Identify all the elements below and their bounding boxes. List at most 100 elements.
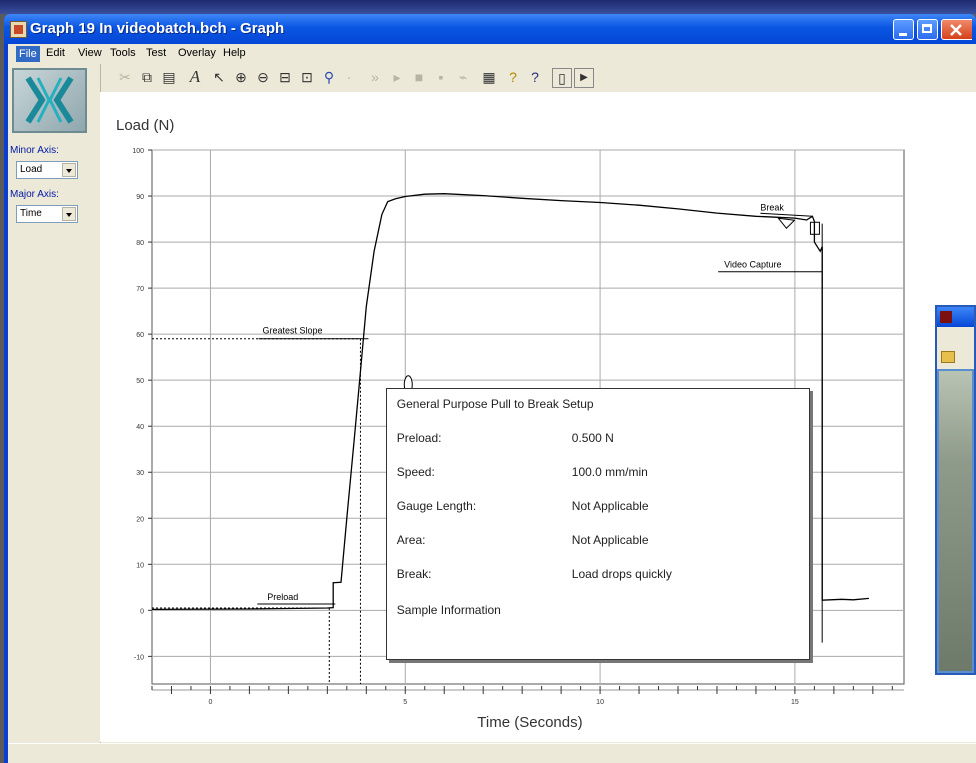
info-row-label: Preload: [396,430,442,445]
axis-panel: Minor Axis: Load Major Axis: Time [8,64,101,743]
video-window-toolbar [937,347,974,369]
pointer-icon[interactable]: ↖ [213,69,225,85]
preload-label: Preload [267,592,298,602]
help-icon[interactable]: ? [509,69,517,85]
last-icon[interactable]: ⌁ [458,69,468,85]
menu-view[interactable]: View [78,47,102,59]
window-title: Graph 19 In videobatch.bch - Graph [30,20,285,37]
info-row-value: Load drops quickly [571,566,672,581]
video-app-icon [940,311,952,323]
info-row-value: 100.0 mm/min [571,464,648,479]
x-tick-label: 10 [596,699,604,706]
info-row-label: Speed: [396,464,435,479]
major-axis-value: Time [20,208,42,219]
axis-ticks: -10 0 10 20 30 40 50 60 70 80 90 100 0 5 10 15 [132,148,904,706]
y-tick-label: 10 [136,562,144,569]
y-tick-label: 50 [136,378,144,385]
prev-icon[interactable]: ▸ [393,69,401,85]
x-axis-label: Time (Seconds) [477,714,582,731]
info-row-value: 0.500 N [571,430,614,445]
app-logo [12,68,87,133]
info-row-value: Not Applicable [571,498,649,513]
chevron-down-icon[interactable] [62,207,76,221]
print-icon[interactable]: ▦ [482,69,496,85]
setup-info-title: General Purpose Pull to Break Setup [396,396,594,411]
play-icon[interactable]: ▶ [574,68,594,88]
cut-icon[interactable]: ✂ [119,69,131,85]
video-capture-marker [809,221,820,235]
zoom-in-icon[interactable]: ⊕ [235,69,247,85]
x-tick-label: 0 [208,699,212,706]
video-capture-window[interactable] [935,305,976,675]
video-capture-label: Video Capture [724,260,781,270]
y-tick-label: 90 [136,194,144,201]
minor-axis-label: Minor Axis: [10,145,59,156]
status-bar [8,743,976,763]
app-icon[interactable] [10,21,27,38]
menu-edit[interactable]: Edit [46,47,65,59]
y-tick-label: 30 [136,470,144,477]
y-tick-label: 100 [132,148,144,155]
close-button[interactable] [941,19,972,40]
menu-test[interactable]: Test [146,47,167,59]
break-label: Break [760,202,784,212]
zoom-box-icon[interactable]: ⊟ [279,69,291,85]
minor-axis-select[interactable]: Load [16,161,78,179]
y-tick-label: 70 [136,286,144,293]
title-bar[interactable]: Graph 19 In videobatch.bch - Graph [4,14,976,44]
y-tick-label: 20 [136,516,144,523]
open-folder-icon[interactable] [941,351,955,363]
copy-icon[interactable]: ⧉ [142,69,152,85]
menu-help[interactable]: Help [223,47,246,59]
graph-window: Graph 19 In videobatch.bch - Graph File … [4,14,976,763]
break-leader [760,212,813,217]
menu-file[interactable]: File [16,46,40,62]
sample-information: Sample Information [396,602,501,617]
chevron-down-icon[interactable] [62,163,76,177]
client-area: File Edit View Tools Test Overlay Help M… [8,44,976,763]
context-help-icon[interactable]: ? [531,69,539,85]
info-row-label: Gauge Length: [396,498,477,513]
menu-overlay[interactable]: Overlay [178,47,216,59]
y-tick-label: 80 [136,240,144,247]
break-marker [777,217,796,230]
menu-tools[interactable]: Tools [110,47,136,59]
info-row-label: Break: [396,566,432,581]
x-tick-label: 5 [403,699,407,706]
minimize-button[interactable] [893,19,914,40]
data-line [151,193,869,611]
x-tick-label: 15 [791,699,799,706]
marker-disabled-icon[interactable]: · [346,69,352,85]
y-axis-label: Load (N) [116,117,174,134]
y-tick-label: 40 [136,424,144,431]
desktop-top-strip [0,0,976,14]
greatest-slope-label: Greatest Slope [262,326,322,336]
video-window-menu [937,327,974,347]
tile-icon[interactable]: ▯ [552,68,572,88]
guides [152,338,369,684]
maximize-button[interactable] [917,19,938,40]
setup-info-box[interactable]: General Purpose Pull to Break Setup Prel… [385,387,811,661]
plot-area[interactable]: -10 0 10 20 30 40 50 60 70 80 90 100 0 5 10 15 Load (N)… [100,92,976,742]
toolbar: ✂ ⧉ ▤ A ↖ ⊕ ⊖ ⊟ ⊡ ⚲ · » ▸ ■ ▪ ⌁ ▦ ? ? ▯ … [100,64,976,92]
y-tick-label: 0 [140,608,144,615]
zoom-out-icon[interactable]: ⊖ [257,69,269,85]
marker-icon[interactable]: ⚲ [323,69,335,85]
close-icon [950,24,962,36]
first-icon[interactable]: » [371,69,379,85]
major-axis-label: Major Axis: [10,189,59,200]
major-axis-select[interactable]: Time [16,205,78,223]
paste-icon[interactable]: ▤ [162,69,176,85]
minor-axis-value: Load [20,164,43,175]
y-tick-label: -10 [134,654,144,661]
menu-bar: File Edit View Tools Test Overlay Help [8,44,976,64]
video-frame [939,371,972,671]
video-window-title-bar[interactable] [937,307,974,327]
info-row-value: Not Applicable [571,532,649,547]
next-icon[interactable]: ▪ [438,69,444,85]
stop-icon[interactable]: ■ [414,69,424,85]
y-tick-label: 60 [136,332,144,339]
text-icon[interactable]: A [189,67,201,86]
info-row-label: Area: [396,532,426,547]
zoom-fit-icon[interactable]: ⊡ [301,69,313,85]
